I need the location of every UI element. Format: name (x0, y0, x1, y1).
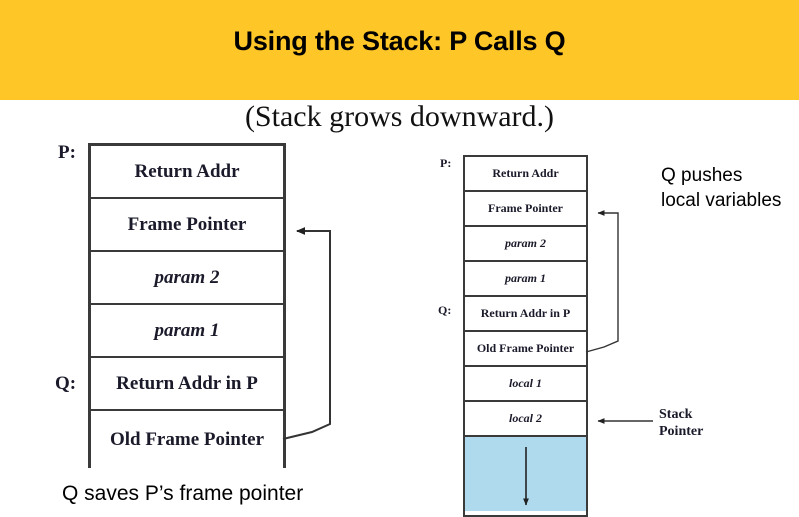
right-stack-row: Return Addr (465, 157, 586, 192)
right-frame-label-p: P: (440, 156, 452, 170)
right-stack-row: local 1 (465, 367, 586, 402)
left-frame-label-q: Q: (55, 373, 77, 394)
right-stack-diagram: Return Addr Frame Pointer param 2 param … (463, 155, 588, 517)
free-stack-space (465, 437, 586, 511)
stack-pointer-label-line2: Pointer (659, 424, 704, 439)
left-old-frame-pointer-arrow (282, 227, 331, 440)
right-frame-label-q: Q: (438, 303, 452, 317)
left-stack-row: Old Frame Pointer (91, 411, 283, 469)
right-stack-row: param 1 (465, 262, 586, 297)
right-stack-row: Return Addr in P (465, 297, 586, 332)
left-stack-row: Return Addr (91, 146, 283, 199)
right-stack-row: param 2 (465, 227, 586, 262)
left-stack-row: Return Addr in P (91, 358, 283, 411)
bottom-caption: Q saves P’s frame pointer (62, 482, 304, 505)
stack-pointer-label-line1: Stack (659, 407, 693, 422)
q-pushes-note: Q pushes local variables (661, 163, 781, 213)
q-pushes-note-line1: Q pushes (661, 165, 743, 186)
page-title: Using the Stack: P Calls Q (233, 26, 566, 56)
right-stack-row: Frame Pointer (465, 192, 586, 227)
stack-pointer-label: Stack Pointer (659, 406, 703, 440)
right-stack-row: Old Frame Pointer (465, 332, 586, 367)
left-stack-diagram: Return Addr Frame Pointer param 2 param … (88, 143, 286, 469)
title-banner: Using the Stack: P Calls Q (0, 0, 799, 100)
left-frame-label-p: P: (58, 142, 76, 163)
left-stack-row: param 1 (91, 305, 283, 358)
slide-subtitle: (Stack grows downward.) (244, 100, 555, 133)
right-old-frame-pointer-arrow (585, 210, 619, 353)
left-stack-row: param 2 (91, 252, 283, 305)
left-stack-row: Frame Pointer (91, 199, 283, 252)
q-pushes-note-line2: local variables (661, 190, 782, 211)
right-stack-row: local 2 (465, 402, 586, 437)
